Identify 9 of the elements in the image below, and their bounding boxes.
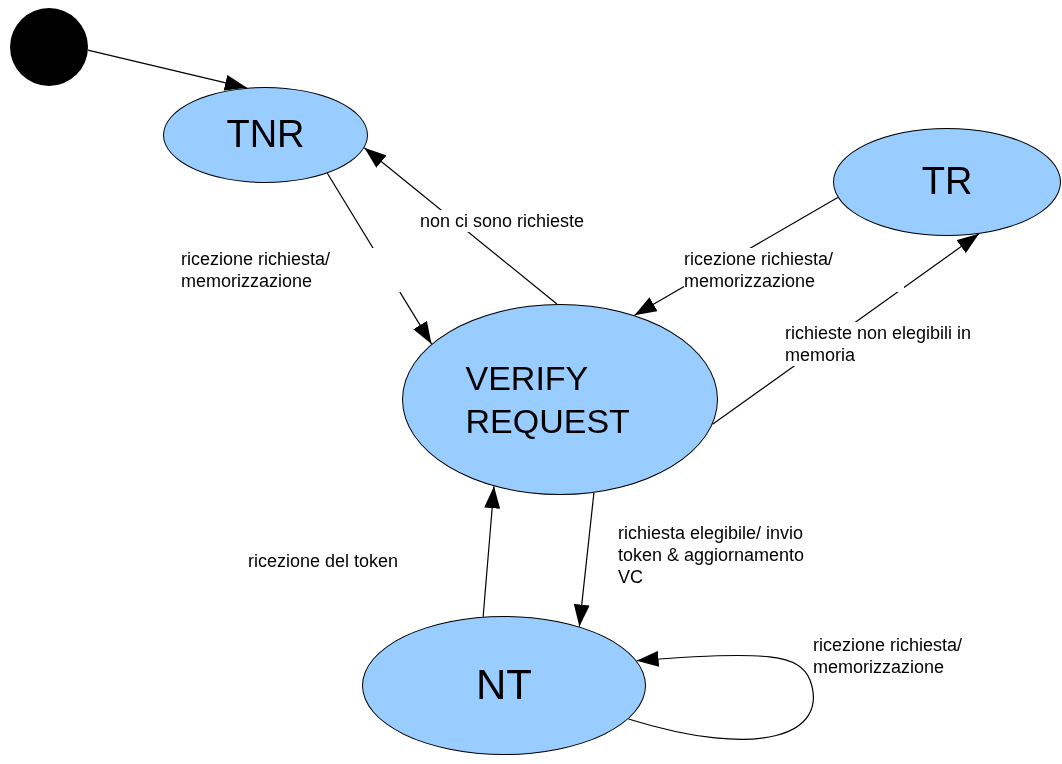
transition-arrow — [573, 492, 595, 628]
state-name: TR — [920, 159, 974, 205]
state-name: NT — [475, 660, 533, 711]
state-name: TNR — [225, 112, 306, 158]
edge-label: ricezione richiesta/ memorizzazione — [181, 248, 401, 292]
transition-arrow — [627, 651, 814, 740]
transition-arrow — [482, 485, 501, 618]
edge-label: ricezione richiesta/ memorizzazione — [684, 248, 904, 292]
state-name: VERIFY REQUEST — [464, 358, 631, 442]
